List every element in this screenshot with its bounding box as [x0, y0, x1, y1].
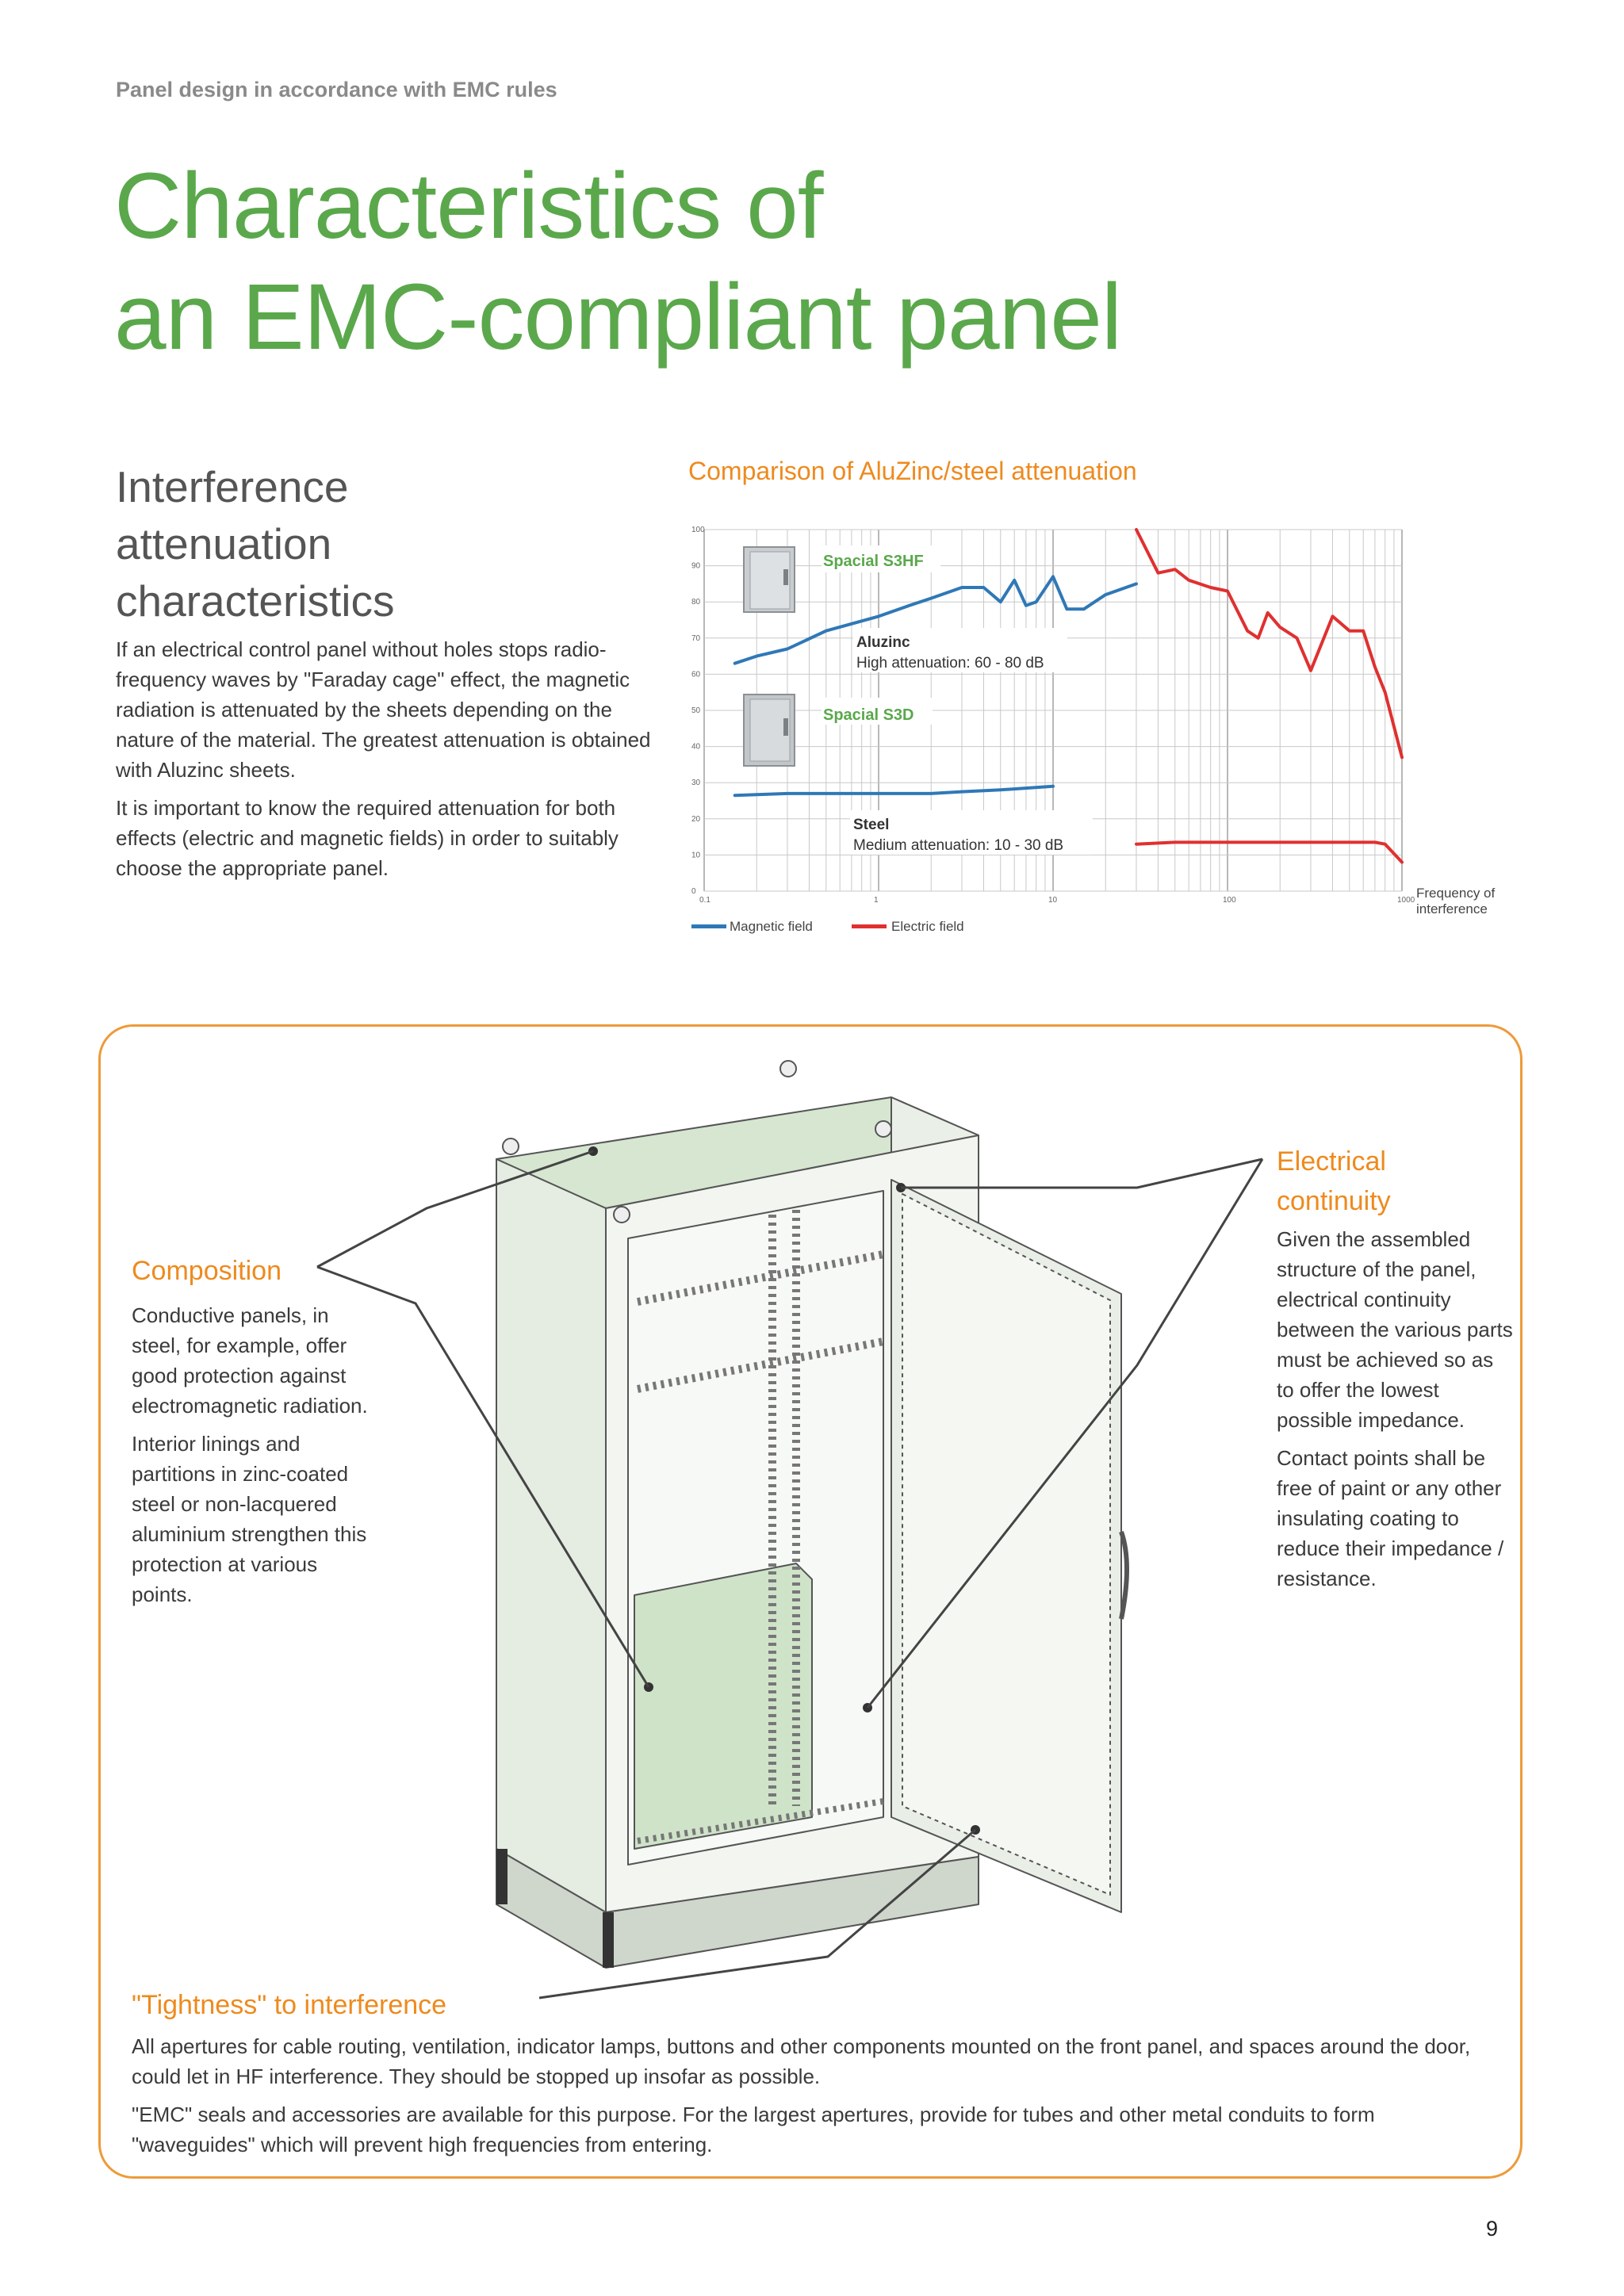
- y-tick-label: 90: [691, 562, 701, 571]
- aluzinc-label: Aluzinc: [856, 634, 910, 651]
- y-tick-label: 0: [691, 887, 696, 896]
- legend-swatch-magnetic: [691, 924, 726, 928]
- y-tick-label: 100: [691, 526, 705, 534]
- composition-paragraph-1: Conductive panels, in steel, for example…: [132, 1303, 368, 1418]
- aluzinc-note: High attenuation: 60 - 80 dB: [856, 655, 1044, 672]
- electrical-paragraph-1: Given the assembled structure of the pan…: [1277, 1227, 1513, 1432]
- electrical-heading-line-2: continuity: [1277, 1186, 1391, 1216]
- electrical-continuity-heading: Electrical continuity: [1277, 1142, 1391, 1221]
- tightness-paragraph-2: "EMC" seals and accessories are availabl…: [132, 2103, 1375, 2156]
- x-tick-label: 0.1: [699, 896, 710, 905]
- x-tick-label: 10: [1048, 896, 1058, 905]
- intro-text: If an electrical control panel without h…: [116, 634, 655, 891]
- subheading-line-1: Interference: [116, 462, 349, 511]
- composition-text: Conductive panels, in steel, for example…: [132, 1300, 370, 1617]
- chart-lines: [733, 528, 1404, 864]
- title-line-2: an EMC-compliant panel: [114, 265, 1122, 369]
- legend-label-electric: Electric field: [891, 919, 964, 934]
- steel-note: Medium attenuation: 10 - 30 dB: [853, 837, 1063, 854]
- cabinet-drawing: [496, 1060, 1129, 1969]
- series-line-magnetic-field-aluzinc: [733, 575, 1138, 665]
- chart-title: Comparison of AluZinc/steel attenuation: [688, 457, 1137, 485]
- x-axis-label-line-2: interference: [1416, 901, 1488, 916]
- y-tick-label: 60: [691, 670, 701, 679]
- series-line-electric-field-steel: [1135, 840, 1404, 864]
- section-label: Panel design in accordance with EMC rule…: [116, 78, 557, 101]
- tightness-paragraph-1: All apertures for cable routing, ventila…: [132, 2034, 1471, 2088]
- y-tick-label: 20: [691, 815, 701, 824]
- y-tick-label: 30: [691, 779, 701, 787]
- attenuation-chart: 0 10 20 30 40 50 60 70 80 90 100 0.1 1 10 100 1000 Spac…: [688, 514, 1513, 946]
- chart-svg: 0 10 20 30 40 50 60 70 80 90 100 0.1 1 10 100 1000 Spac…: [691, 526, 1495, 934]
- x-axis-label-line-1: Frequency of: [1416, 886, 1495, 901]
- electrical-continuity-text: Given the assembled structure of the pan…: [1277, 1224, 1515, 1601]
- composition-paragraph-2: Interior linings and partitions in zinc-…: [132, 1432, 367, 1606]
- series-line-magnetic-field-steel: [733, 784, 1055, 798]
- cabinet-illustration: [316, 1060, 1264, 1999]
- page-number: 9: [1486, 2217, 1499, 2241]
- y-tick-label: 70: [691, 634, 701, 643]
- intro-paragraph-2: It is important to know the required att…: [116, 796, 619, 880]
- electrical-paragraph-2: Contact points shall be free of paint or…: [1277, 1446, 1504, 1590]
- electrical-heading-line-1: Electrical: [1277, 1146, 1386, 1177]
- steel-label: Steel: [853, 817, 889, 833]
- chart-ticks: 0 10 20 30 40 50 60 70 80 90 100 0.1 1 10 100 1000: [691, 526, 1415, 905]
- series-line-electric-field-aluzinc: [1135, 528, 1404, 760]
- emc-panel-illustration-box: [98, 1024, 1522, 2179]
- page-title: Characteristics of an EMC-compliant pane…: [114, 151, 1122, 373]
- subheading-line-3: characteristics: [116, 576, 395, 626]
- x-tick-label: 100: [1223, 896, 1236, 905]
- legend-label-magnetic: Magnetic field: [730, 919, 813, 934]
- tightness-text: All apertures for cable routing, ventila…: [132, 2031, 1496, 2168]
- subheading-line-2: attenuation: [116, 519, 332, 568]
- legend-swatch-electric: [852, 924, 887, 928]
- intro-paragraph-1: If an electrical control panel without h…: [116, 637, 651, 782]
- x-tick-label: 1: [874, 896, 879, 905]
- s3d-label: Spacial S3D: [823, 706, 914, 724]
- y-tick-label: 40: [691, 743, 701, 752]
- intro-subheading: Interference attenuation characteristics: [116, 458, 394, 629]
- s3d-enclosure-image: [743, 694, 795, 767]
- s3hf-label: Spacial S3HF: [823, 553, 924, 570]
- y-tick-label: 50: [691, 706, 701, 715]
- tightness-heading: "Tightness" to interference: [132, 1990, 447, 2020]
- x-tick-label: 1000: [1397, 896, 1415, 905]
- s3hf-enclosure-image: [743, 546, 795, 613]
- title-line-1: Characteristics of: [114, 154, 824, 258]
- y-tick-label: 80: [691, 598, 701, 607]
- y-tick-label: 10: [691, 851, 701, 859]
- composition-heading: Composition: [132, 1256, 282, 1286]
- leader-lines: [316, 1150, 1264, 1999]
